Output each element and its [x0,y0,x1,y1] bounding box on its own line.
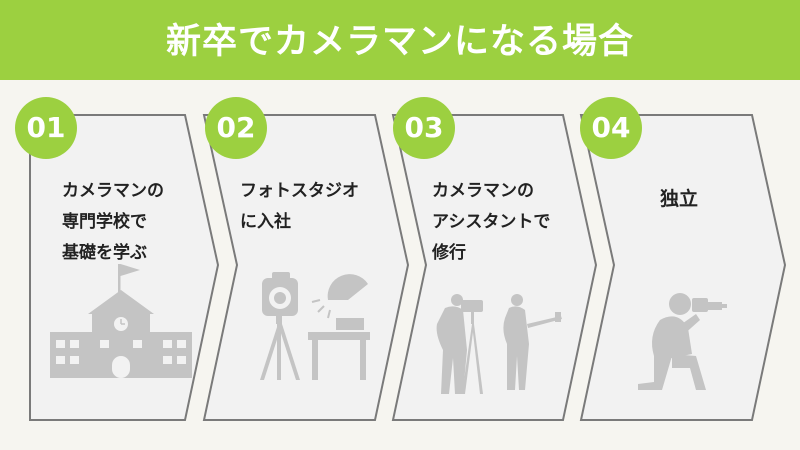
step-card-2 [202,114,410,421]
step-label-1: カメラマンの 専門学校で 基礎を学ぶ [62,176,164,269]
step-label-line: に入社 [240,212,291,232]
step-number-4: 04 [580,97,642,159]
page-title: 新卒でカメラマンになる場合 [165,22,634,62]
step-number-1: 01 [15,97,77,159]
step-label-line: 修行 [432,243,466,263]
title-banner [0,0,800,80]
step-label-3: カメラマンの アシスタントで 修行 [432,176,550,269]
step-label-line: カメラマンの [62,181,164,201]
step-number-2: 02 [205,97,267,159]
school-icon [50,264,192,378]
step-label-2: フォトスタジオ に入社 [240,176,359,238]
step-number-3: 03 [393,97,455,159]
step-label-4: 独立 [660,184,698,215]
step-label-line: フォトスタジオ [240,181,359,201]
photo-studio-icon [260,272,370,380]
photographer-icon [638,293,727,390]
step-label-line: 専門学校で [62,212,147,232]
step-label-line: カメラマンの [432,181,534,201]
step-card-4 [579,114,787,421]
step-label-line: アシスタントで [432,212,551,232]
step-label-line: 基礎を学ぶ [62,243,147,263]
camera-crew-icon [436,294,562,394]
step-label-line: 独立 [660,188,699,210]
